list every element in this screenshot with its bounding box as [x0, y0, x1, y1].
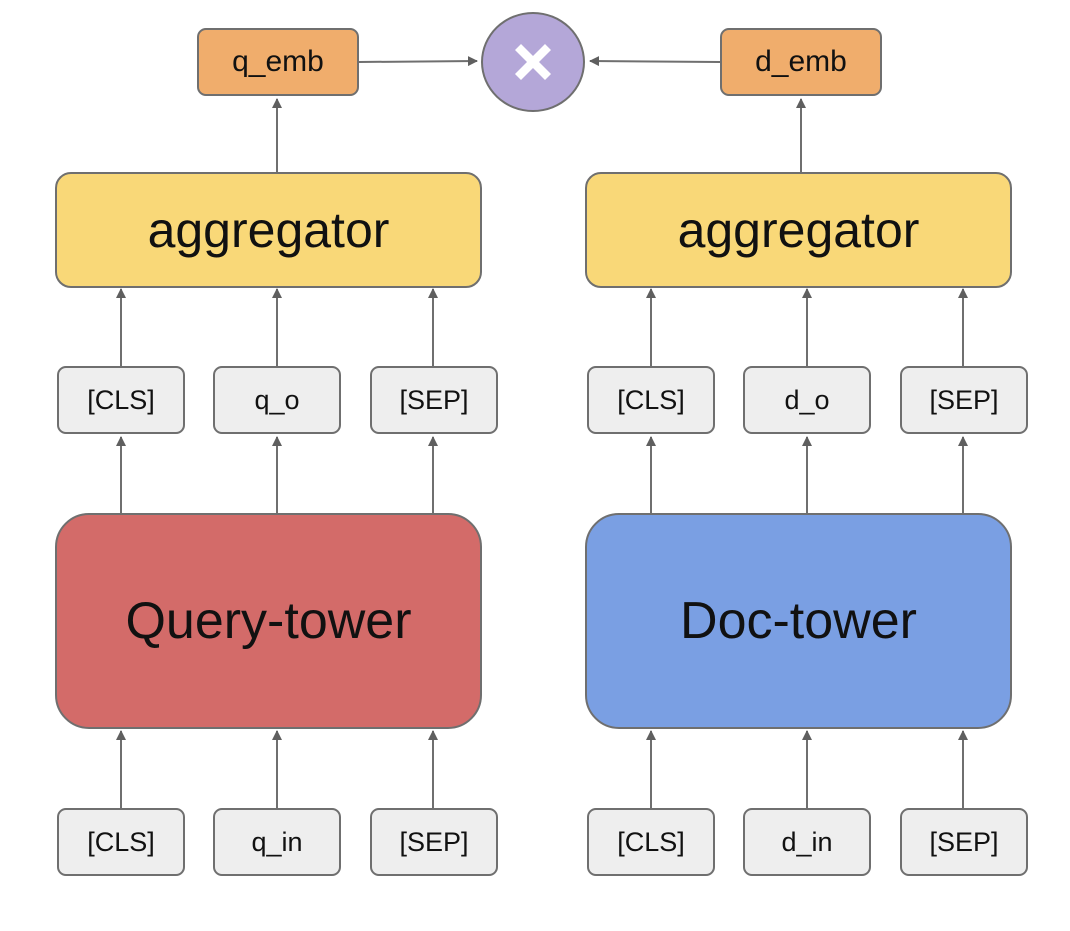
q-out-cls-token: [CLS]	[57, 366, 185, 434]
q-in-cls-label: [CLS]	[87, 826, 155, 857]
d-in-sep-token: [SEP]	[900, 808, 1028, 876]
q-in-sep-token: [SEP]	[370, 808, 498, 876]
q-out-label: q_o	[254, 384, 300, 415]
query-aggregator-box: aggregator	[55, 172, 482, 288]
d-in-sep-label: [SEP]	[929, 826, 999, 857]
q-out-token: q_o	[213, 366, 341, 434]
d-out-sep-label: [SEP]	[929, 384, 999, 415]
d-out-sep-token: [SEP]	[900, 366, 1028, 434]
q-in-label: q_in	[251, 826, 303, 857]
d-emb-box: d_emb	[720, 28, 882, 96]
d-out-label: d_o	[784, 384, 830, 415]
d-out-cls-label: [CLS]	[617, 384, 685, 415]
doc-tower-label: Doc-tower	[680, 592, 917, 650]
d-in-cls-token: [CLS]	[587, 808, 715, 876]
q-in-cls-token: [CLS]	[57, 808, 185, 876]
query-tower-label: Query-tower	[125, 592, 412, 650]
d-in-cls-label: [CLS]	[617, 826, 685, 857]
d-out-cls-token: [CLS]	[587, 366, 715, 434]
d-in-token: d_in	[743, 808, 871, 876]
q-out-cls-label: [CLS]	[87, 384, 155, 415]
multiply-icon	[515, 44, 551, 80]
d-out-token: d_o	[743, 366, 871, 434]
query-tower-box: Query-tower	[55, 513, 482, 729]
q-emb-box: q_emb	[197, 28, 359, 96]
combine-op-circle	[481, 12, 585, 112]
doc-tower-box: Doc-tower	[585, 513, 1012, 729]
doc-aggregator-box: aggregator	[585, 172, 1012, 288]
q-out-sep-token: [SEP]	[370, 366, 498, 434]
q-in-token: q_in	[213, 808, 341, 876]
arrow-d-emb-op	[589, 56, 721, 67]
query-aggregator-label: aggregator	[147, 202, 390, 258]
q-emb-label: q_emb	[232, 45, 324, 78]
d-emb-label: d_emb	[755, 45, 847, 78]
q-out-sep-label: [SEP]	[399, 384, 469, 415]
d-in-label: d_in	[781, 826, 833, 857]
q-in-sep-label: [SEP]	[399, 826, 469, 857]
arrow-q-emb-op	[358, 56, 478, 67]
doc-aggregator-label: aggregator	[677, 202, 920, 258]
